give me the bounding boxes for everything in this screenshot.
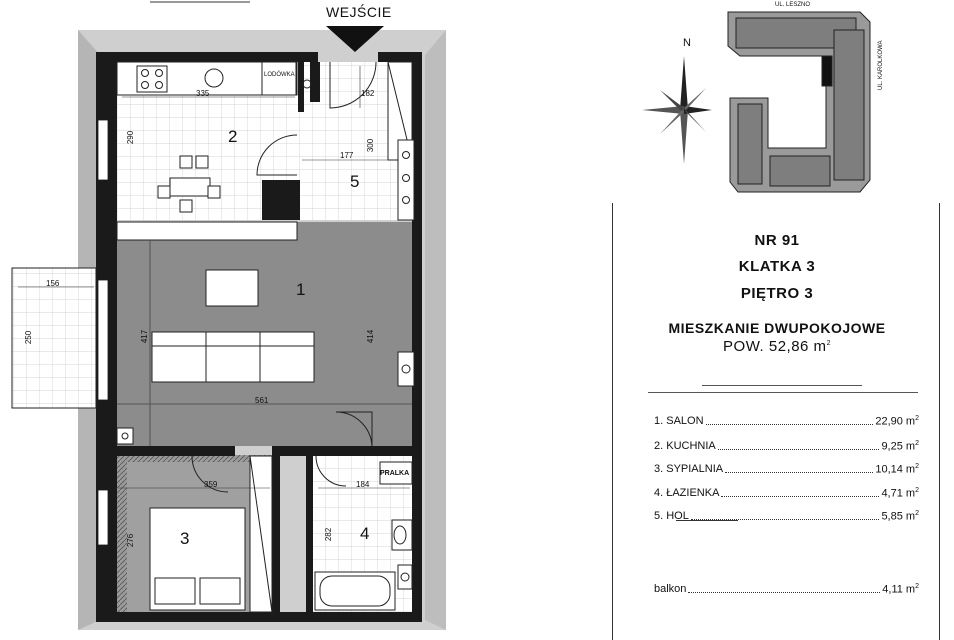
fridge-label: LODÓWKA bbox=[264, 72, 295, 78]
divider-short bbox=[702, 385, 862, 386]
dimension-lines bbox=[18, 66, 410, 489]
info-panel: NR 91 KLATKA 3 PIĘTRO 3 MIESZKANIE DWUPO… bbox=[612, 195, 942, 640]
staircase: KLATKA 3 bbox=[738, 258, 816, 275]
total-area-sup: 2 bbox=[826, 340, 831, 347]
hall-fixtures bbox=[116, 61, 415, 445]
room-area: 22,90 bbox=[875, 415, 903, 428]
room-area: 9,25 bbox=[881, 440, 903, 453]
room-number-3: 3 bbox=[180, 529, 190, 548]
entrance-label: WEJŚCIE bbox=[326, 4, 392, 20]
divider-top bbox=[648, 392, 918, 393]
room-number-5: 5 bbox=[350, 172, 360, 191]
dim-living-depth-left: 417 bbox=[140, 329, 150, 344]
dim-kitchen-width: 335 bbox=[196, 89, 210, 98]
room-name: 2. KUCHNIA bbox=[654, 440, 716, 452]
room-area: 4,71 bbox=[881, 487, 903, 500]
washer-label: PRALKA bbox=[380, 470, 410, 477]
slab-shadow-right bbox=[425, 30, 446, 630]
info-right-border bbox=[939, 203, 940, 640]
kitchen-counter bbox=[116, 61, 312, 96]
room-area: 10,14 bbox=[875, 463, 903, 476]
doors bbox=[191, 61, 377, 493]
dim-balcony-depth: 250 bbox=[24, 330, 34, 345]
apartment-number: NR 91 bbox=[754, 232, 800, 249]
room-name: 5. HOL bbox=[654, 510, 689, 522]
bathroom-fixtures bbox=[314, 461, 413, 611]
dim-bath-depth: 282 bbox=[324, 527, 334, 542]
room-name: balkon bbox=[654, 583, 687, 595]
total-area-text: POW. 52,86 m bbox=[723, 338, 827, 355]
dim-bedroom-depth: 276 bbox=[126, 533, 136, 548]
room-name: 3. SYPIALNIA bbox=[654, 463, 724, 475]
dim-living-width: 561 bbox=[255, 396, 269, 405]
room-name: 4. ŁAZIENKA bbox=[654, 487, 720, 499]
dining-table bbox=[157, 155, 221, 213]
dim-hall-length: 177 bbox=[340, 151, 354, 160]
room-name: 1. SALON bbox=[654, 415, 704, 427]
dim-living-depth-right: 414 bbox=[366, 329, 376, 344]
floor-level: PIĘTRO 3 bbox=[740, 285, 814, 302]
room-area: 4,11 bbox=[882, 583, 903, 596]
dim-hall-depth: 300 bbox=[366, 138, 376, 153]
entrance-arrow-icon bbox=[326, 26, 384, 52]
total-area: POW. 52,86 m2 bbox=[612, 338, 942, 355]
room-number-1: 1 bbox=[296, 280, 306, 299]
apartment-type: MIESZKANIE DWUPOKOJOWE bbox=[668, 320, 886, 336]
street-top-label: UL. LESZNO bbox=[775, 2, 811, 8]
bedroom-furniture bbox=[149, 455, 273, 613]
bar-counter bbox=[116, 221, 298, 241]
dim-balcony-width: 156 bbox=[46, 279, 60, 288]
row-underline bbox=[676, 520, 738, 521]
room-area: 5,85 bbox=[881, 510, 903, 523]
room-number-4: 4 bbox=[360, 524, 370, 543]
street-right-label: UL. KAROLKOWA bbox=[878, 40, 884, 90]
dim-hall-width: 182 bbox=[361, 89, 375, 98]
windows bbox=[97, 119, 109, 546]
balcony bbox=[11, 267, 97, 409]
north-label: N bbox=[683, 37, 691, 49]
room-number-2: 2 bbox=[228, 127, 238, 146]
living-furniture bbox=[117, 240, 412, 446]
info-left-border bbox=[612, 203, 613, 640]
dim-bath-width: 184 bbox=[356, 480, 370, 489]
dim-bedroom-width: 359 bbox=[204, 480, 218, 489]
dim-kitchen-depth: 290 bbox=[126, 130, 136, 145]
